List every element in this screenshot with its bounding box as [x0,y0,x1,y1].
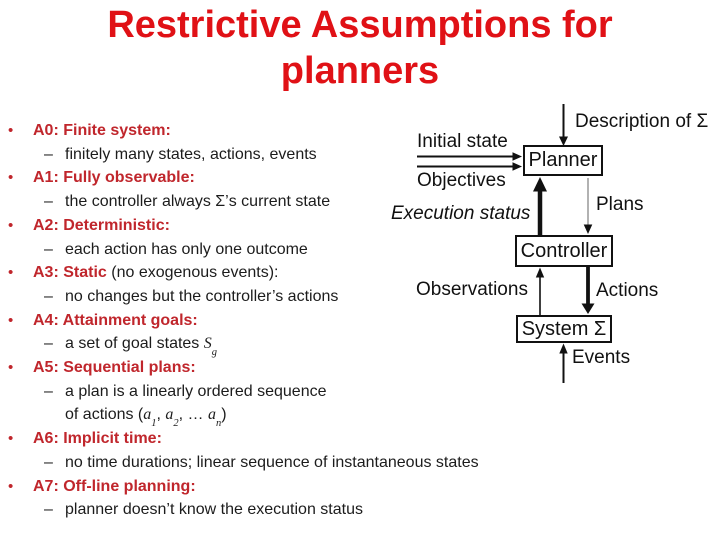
list-item-text: A4: Attainment goals: [33,311,198,329]
list-item: –a plan is a linearly ordered sequence [0,380,714,404]
dash-marker: – [44,335,53,353]
label-events: Events [572,347,631,368]
dash-marker: – [44,287,53,305]
bullet-marker: • [8,477,14,495]
slide-title: Restrictive Assumptions for planners [0,2,720,94]
list-item-text: of actions (a1, a2, … an) [65,406,227,429]
dash-marker: – [44,145,53,163]
list-item-text: a set of goal states Sg [65,335,217,358]
bullet-marker: • [8,311,14,329]
list-item: • A7: Off-line planning: [0,475,714,499]
list-item: of actions (a1, a2, … an) [0,403,714,429]
system-sigma-box: System Σ [516,315,612,343]
list-item-text: no changes but the controller’s actions [65,287,339,305]
label-actions: Actions [596,280,659,301]
list-item-text: planner doesn’t know the execution statu… [65,501,363,519]
plans-arrow [583,178,593,234]
bullet-marker: • [8,359,14,377]
list-item-text: A7: Off-line planning: [33,477,196,495]
observations-arrow [535,267,545,315]
bullet-marker: • [8,216,14,234]
initial-state-arrow [417,152,522,161]
list-item-text: a plan is a linearly ordered sequence [65,382,327,400]
list-item-text: no time durations; linear sequence of in… [65,453,479,471]
list-item: –the controller always Σ’s current state [0,190,714,214]
bullet-marker: • [8,122,14,139]
label-observations: Observations [416,279,528,300]
list-item-text: A2: Deterministic: [33,216,170,234]
objectives-arrow [417,162,522,171]
list-item: –each action has only one outcome [0,238,714,262]
list-item-text: finitely many states, actions, events [65,145,317,163]
planning-diagram: Planner Controller System Σ Description … [390,100,720,395]
list-item: • A1: Fully observable: [0,166,714,190]
list-item-text: A1: Fully observable: [33,169,195,187]
list-item: • A0: Finite system: [0,119,714,143]
list-item: • A6: Implicit time: [0,427,714,451]
list-item: –finitely many states, actions, events [0,143,714,167]
dash-marker: – [44,453,53,471]
diagram-arrows [417,104,595,383]
label-objectives: Objectives [417,170,506,191]
label-execution-status: Execution status [391,203,531,224]
list-item: –planner doesn’t know the execution stat… [0,498,714,522]
dash-marker: – [44,193,53,211]
list-item: –no changes but the controller’s actions [0,285,714,309]
dash-marker: – [44,501,53,519]
list-item: • A2: Deterministic: [0,214,714,238]
events-arrow [559,343,568,383]
list-item-text: A6: Implicit time: [33,430,162,448]
bullet-list: •A0: Finite system:–finitely many states… [0,119,714,522]
list-item-text: A3: Static (no exogenous events): [33,264,279,282]
description-arrow [559,104,568,146]
label-description-of-sigma: Description of Σ [575,111,709,132]
bullet-marker: • [8,264,14,282]
list-item: • A4: Attainment goals: [0,309,714,333]
list-item-text: the controller always Σ’s current state [65,193,331,211]
list-item: –no time durations; linear sequence of i… [0,451,714,475]
slide-title-line1: Restrictive Assumptions for [107,4,613,46]
list-item: • A5: Sequential plans: [0,356,714,380]
list-item-text: A5: Sequential plans: [33,359,196,377]
slide-title-line2: planners [280,50,440,92]
label-initial-state: Initial state [417,131,508,152]
bullet-marker: • [8,169,14,187]
list-item: • A3: Static (no exogenous events): [0,261,714,285]
label-plans: Plans [596,194,644,215]
actions-arrow [581,267,595,314]
list-item-text: A0: Finite system: [33,122,171,139]
list-item: –a set of goal states Sg [0,332,714,358]
dash-marker: – [44,382,53,400]
execution-status-arrow [533,177,547,235]
planner-box: Planner [523,145,603,176]
list-item-text: each action has only one outcome [65,240,308,258]
controller-box: Controller [515,235,613,267]
bullet-marker: • [8,430,14,448]
dash-marker: – [44,240,53,258]
